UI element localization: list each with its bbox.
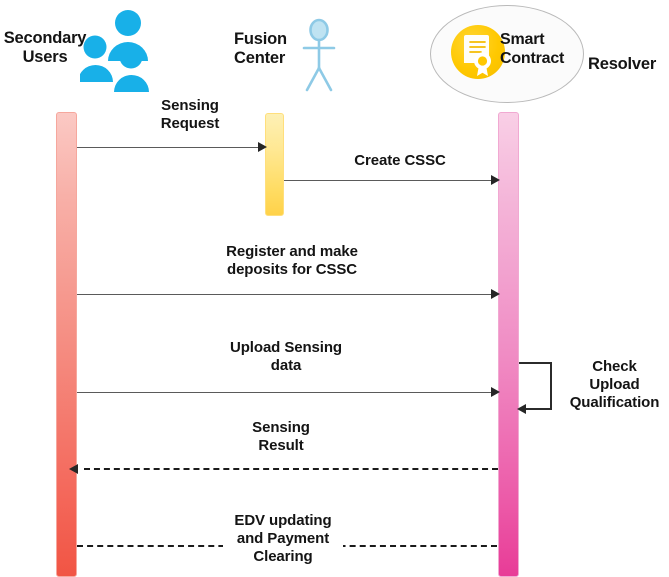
actor-stick-figure-icon — [298, 18, 340, 94]
self-loop-arrowhead-check-upload-qualification — [517, 404, 526, 414]
message-label-check-upload-qualification: Check Upload Qualification — [569, 358, 660, 411]
message-label-register-deposits: Register and make deposits for CSSC — [226, 243, 358, 278]
lifeline-secondary-users — [56, 112, 77, 577]
line-mask-edv — [223, 536, 343, 554]
participant-label-fusion-center: Fusion Center — [234, 30, 287, 68]
participant-label-secondary-users: Secondary Users — [3, 29, 87, 67]
message-label-sensing-result: Sensing Result — [252, 419, 310, 454]
participant-label-resolver: Resolver — [588, 55, 657, 73]
message-line-upload-sensing-data — [77, 392, 497, 393]
message-arrowhead-register-deposits — [491, 289, 500, 299]
self-loop-check-upload-qualification — [519, 362, 552, 410]
message-label-upload-sensing-data: Upload Sensing data — [230, 339, 342, 374]
message-arrowhead-sensing-result — [69, 464, 78, 474]
people-group-icon — [78, 6, 166, 94]
lifeline-fusion-center — [265, 113, 284, 216]
message-line-sensing-result — [84, 468, 498, 470]
message-label-create-cssc: Create CSSC — [354, 152, 446, 169]
message-label-sensing-request: Sensing Request — [160, 97, 220, 132]
certificate-seal-icon — [451, 25, 505, 79]
message-line-create-cssc — [284, 180, 497, 181]
message-arrowhead-sensing-request — [258, 142, 267, 152]
message-line-register-deposits — [77, 294, 497, 295]
participant-label-smart-contract: Smart Contract — [500, 31, 565, 67]
lifeline-smart-contract — [498, 112, 519, 577]
message-arrowhead-upload-sensing-data — [491, 387, 500, 397]
message-line-sensing-request — [77, 147, 263, 148]
message-arrowhead-create-cssc — [491, 175, 500, 185]
message-label-edv-updating: EDV updating and Payment Clearing — [234, 512, 332, 565]
